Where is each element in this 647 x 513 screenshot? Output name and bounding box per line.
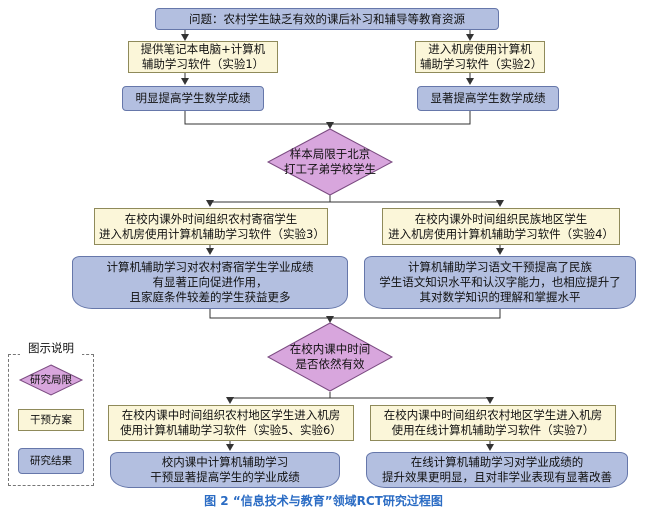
- arrow-limit1-exp3: [206, 195, 331, 207]
- exp56-method-text: 在校内课中时间组织农村地区学生进入机房 使用计算机辅助学习软件（实验5、实验6）: [120, 408, 342, 437]
- exp2-method-text: 进入机房使用计算机 辅助学习软件（实验2）: [420, 42, 543, 71]
- arrow-limit2-exp56: [226, 392, 331, 404]
- legend-intervention-box: 干预方案: [18, 409, 84, 431]
- legend-title: 图示说明: [20, 340, 82, 356]
- exp7-result-text: 在线计算机辅助学习对学业成绩的 提升效果更明显，且对非学业表现有显著改善: [382, 455, 612, 484]
- legend-result-text: 研究结果: [30, 454, 72, 467]
- arrow-limit2-exp7: [330, 397, 494, 404]
- exp56-method-box: 在校内课中时间组织农村地区学生进入机房 使用计算机辅助学习软件（实验5、实验6）: [108, 405, 354, 441]
- caption-prefix: 图 2: [204, 494, 229, 508]
- limit1-text: 样本局限于北京 打工子弟学校学生: [284, 147, 376, 176]
- exp7-method-text: 在校内课中时间组织农村地区学生进入机房 使用在线计算机辅助学习软件（实验7）: [383, 408, 603, 437]
- limit1-diamond: [266, 128, 394, 196]
- exp3-result-box: 计算机辅助学习对农村寄宿学生学业成绩 有显著正向促进作用， 且家庭条件较差的学生…: [72, 256, 348, 309]
- limit2-label: 在校内课中时间 是否依然有效: [275, 338, 385, 376]
- limit2-diamond: [266, 322, 394, 392]
- exp7-method-box: 在校内课中时间组织农村地区学生进入机房 使用在线计算机辅助学习软件（实验7）: [370, 405, 616, 441]
- arrow-limit1-exp4: [330, 200, 504, 207]
- caption-text: “信息技术与教育”领域RCT研究过程图: [232, 494, 443, 508]
- exp3-method-text: 在校内课外时间组织农村寄宿学生 进入机房使用计算机辅助学习软件（实验3）: [99, 211, 325, 241]
- exp3-method-box: 在校内课外时间组织农村寄宿学生 进入机房使用计算机辅助学习软件（实验3）: [94, 208, 328, 245]
- exp1-method-text: 提供笔记本电脑+计算机 辅助学习软件（实验1）: [140, 42, 266, 71]
- legend-result-box: 研究结果: [18, 448, 84, 474]
- legend-limit-label: 研究局限: [22, 372, 80, 388]
- exp1-method-box: 提供笔记本电脑+计算机 辅助学习软件（实验1）: [128, 41, 278, 73]
- exp4-result-box: 计算机辅助学习语文干预提高了民族 学生语文知识水平和认汉字能力，也相应提升了 其…: [364, 256, 636, 309]
- problem-box: 问题：农村学生缺乏有效的课后补习和辅导等教育资源: [155, 8, 499, 30]
- exp56-result-text: 校内课中计算机辅助学习 干预显著提高学生的学业成绩: [150, 455, 300, 484]
- arrow-result4-limit2: [330, 309, 501, 319]
- arrow-result1-limit1: [184, 111, 334, 129]
- exp2-result-text: 显著提高学生数学成绩: [430, 91, 546, 105]
- limit2-text: 在校内课中时间 是否依然有效: [289, 342, 371, 371]
- arrow-result3-limit2: [209, 309, 334, 323]
- exp1-result-box: 明显提高学生数学成绩: [122, 86, 264, 111]
- exp3-result-text: 计算机辅助学习对农村寄宿学生学业成绩 有显著正向促进作用， 且家庭条件较差的学生…: [106, 260, 314, 304]
- exp1-result-text: 明显提高学生数学成绩: [135, 91, 251, 105]
- arrow-result2-limit1: [330, 111, 471, 125]
- exp4-method-text: 在校内课外时间组织民族地区学生 进入机房使用计算机辅助学习软件（实验4）: [388, 211, 614, 241]
- legend-limit-diamond: [18, 364, 84, 396]
- exp2-result-box: 显著提高学生数学成绩: [417, 86, 559, 111]
- figure-caption: 图 2 “信息技术与教育”领域RCT研究过程图: [0, 492, 647, 509]
- exp56-result-box: 校内课中计算机辅助学习 干预显著提高学生的学业成绩: [110, 452, 340, 488]
- exp7-result-box: 在线计算机辅助学习对学业成绩的 提升效果更明显，且对非学业表现有显著改善: [366, 452, 628, 488]
- limit1-label: 样本局限于北京 打工子弟学校学生: [275, 143, 385, 181]
- exp4-method-box: 在校内课外时间组织民族地区学生 进入机房使用计算机辅助学习软件（实验4）: [382, 208, 620, 245]
- exp4-result-text: 计算机辅助学习语文干预提高了民族 学生语文知识水平和认汉字能力，也相应提升了 其…: [379, 260, 621, 304]
- problem-text: 问题：农村学生缺乏有效的课后补习和辅导等教育资源: [189, 11, 465, 26]
- legend-intervention-text: 干预方案: [30, 413, 72, 426]
- exp2-method-box: 进入机房使用计算机 辅助学习软件（实验2）: [415, 41, 545, 73]
- legend-limit-text: 研究局限: [30, 373, 72, 386]
